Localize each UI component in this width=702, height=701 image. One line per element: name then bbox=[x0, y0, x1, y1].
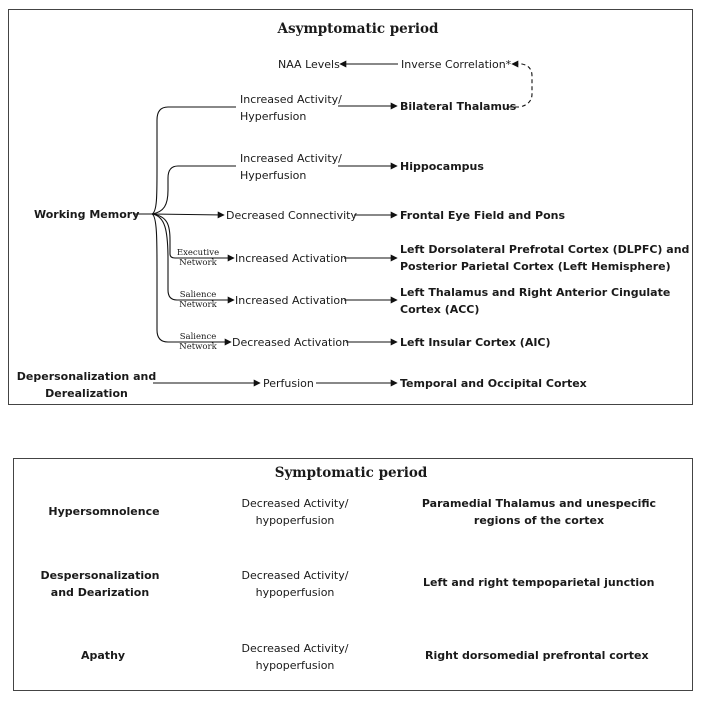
brace-salience-2 bbox=[151, 213, 232, 346]
target-paramedial-thalamus: Paramedial Thalamus and unespecific regi… bbox=[421, 497, 657, 527]
network-salience-aic: Salience Network bbox=[179, 332, 217, 352]
process-hypersomnolence: Decreased Activity/ hypoperfusion bbox=[241, 497, 349, 527]
process-dlpfc: Increased Activation bbox=[235, 252, 348, 265]
process-acc: Increased Activation bbox=[235, 294, 348, 307]
source-hypersomnolence: Hypersomnolence bbox=[48, 505, 160, 518]
process-perfusion: Perfusion bbox=[263, 377, 314, 390]
symptomatic-title: Symptomatic period bbox=[274, 465, 428, 481]
process-hippocampus: Increased Activity/ Hyperfusion bbox=[240, 152, 342, 182]
target-dorsomedial-prefrontal: Right dorsomedial prefrontal cortex bbox=[425, 649, 649, 662]
process-thalamus: Increased Activity/ Hyperfusion bbox=[240, 93, 342, 123]
arrow-connectivity bbox=[151, 211, 225, 219]
brace-hippocampus bbox=[151, 165, 236, 215]
target-temporal-occipital: Temporal and Occipital Cortex bbox=[400, 377, 587, 390]
process-despersonalization: Decreased Activity/ hypoperfusion bbox=[241, 569, 349, 599]
asymptomatic-title: Asymptomatic period bbox=[277, 21, 439, 37]
dashed-feedback-arrow bbox=[508, 60, 533, 108]
asymptomatic-panel bbox=[8, 9, 693, 405]
symptomatic-panel bbox=[13, 458, 693, 691]
source-apathy: Apathy bbox=[81, 649, 126, 662]
target-frontal-eye: Frontal Eye Field and Pons bbox=[400, 209, 566, 222]
network-executive: Executive Network bbox=[176, 248, 220, 268]
naa-levels-label: NAA Levels bbox=[278, 58, 340, 71]
process-aic: Decreased Activation bbox=[232, 336, 350, 349]
brace-thalamus bbox=[151, 106, 236, 215]
target-acc: Left Thalamus and Right Anterior Cingula… bbox=[400, 286, 671, 316]
brace-executive bbox=[151, 213, 235, 262]
brace-salience-1 bbox=[151, 213, 235, 304]
target-aic: Left Insular Cortex (AIC) bbox=[400, 336, 551, 349]
target-tempoparietal-junction: Left and right tempoparietal junction bbox=[423, 576, 655, 589]
source-despersonalization: Despersonalization and Dearization bbox=[40, 569, 160, 599]
depersonalization-label: Depersonalization and Derealization bbox=[16, 370, 157, 400]
target-hippocampus: Hippocampus bbox=[400, 160, 484, 173]
network-salience-acc: Salience Network bbox=[179, 290, 217, 310]
process-apathy: Decreased Activity/ hypoperfusion bbox=[241, 642, 349, 672]
working-memory-label: Working Memory bbox=[34, 208, 140, 221]
inverse-correlation-label: Inverse Correlation* bbox=[401, 58, 512, 71]
target-dlpfc: Left Dorsolateral Prefrotal Cortex (DLPF… bbox=[400, 243, 690, 273]
target-bilateral-thalamus: Bilateral Thalamus bbox=[400, 100, 517, 113]
process-frontal-eye: Decreased Connectivity bbox=[226, 209, 357, 222]
